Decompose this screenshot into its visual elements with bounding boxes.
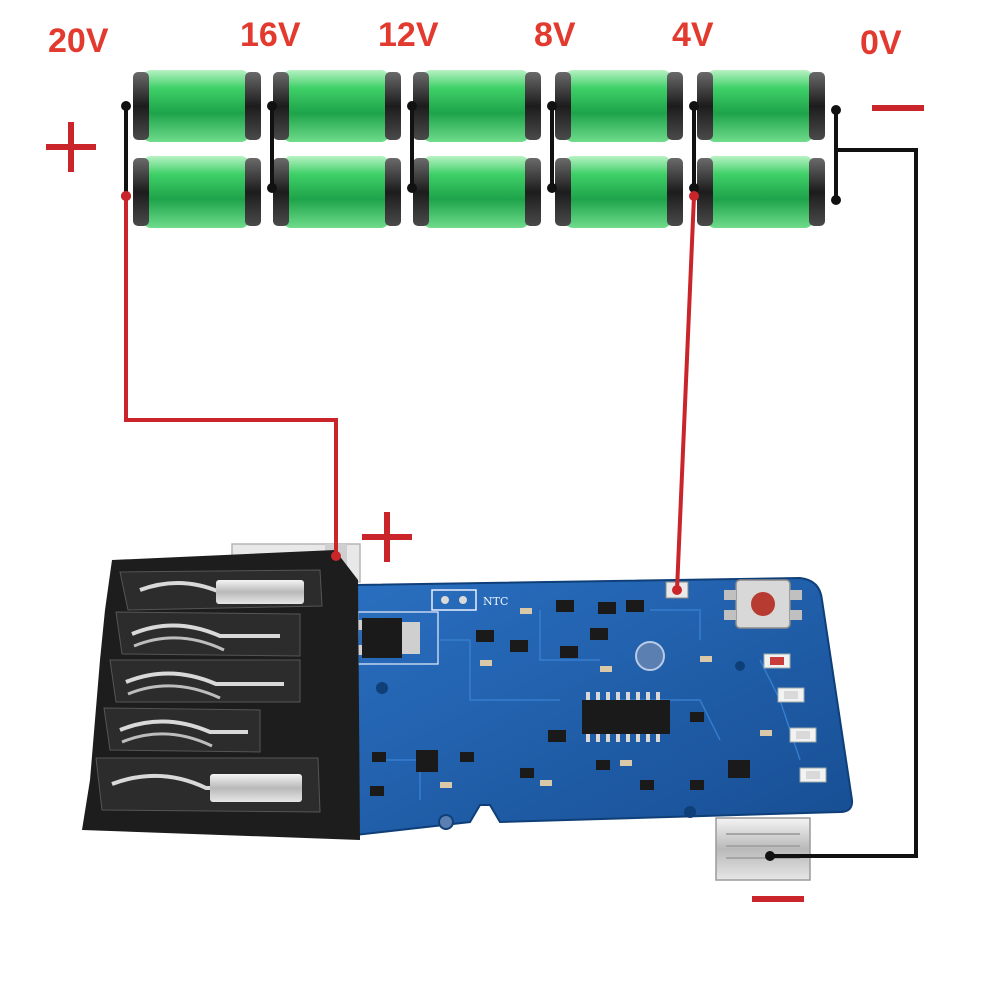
positive-tab-point bbox=[331, 551, 341, 561]
wire-positive bbox=[124, 196, 338, 556]
voltage-label-12v: 12V bbox=[378, 16, 439, 54]
smd-components bbox=[370, 600, 750, 796]
wire-negative bbox=[770, 148, 918, 858]
ntc-wire-bottom-point bbox=[672, 585, 682, 595]
negative-wire-point bbox=[765, 851, 775, 861]
ntc-pads bbox=[431, 589, 477, 611]
terminal-slot bbox=[103, 707, 261, 753]
battery-cell bbox=[413, 156, 541, 228]
minus-sign-pack bbox=[872, 105, 924, 111]
led-indicators bbox=[763, 653, 827, 783]
led bbox=[777, 687, 805, 703]
battery-cell bbox=[133, 70, 261, 142]
plus-sign-board bbox=[362, 512, 412, 562]
battery-cell bbox=[555, 70, 683, 142]
battery-cell bbox=[273, 156, 401, 228]
ntc-wire-top-point bbox=[689, 191, 699, 201]
battery-cell bbox=[697, 70, 825, 142]
battery-cell bbox=[413, 70, 541, 142]
minus-sign-board bbox=[752, 896, 804, 902]
battery-cell bbox=[697, 156, 825, 228]
voltage-label-8v: 8V bbox=[534, 16, 576, 54]
ntc-label: NTC bbox=[483, 595, 508, 608]
terminal-connector bbox=[82, 550, 360, 840]
pcb-board: NTC bbox=[342, 576, 854, 837]
terminal-slot bbox=[109, 659, 301, 703]
passive-components bbox=[440, 608, 772, 788]
terminal-slot bbox=[95, 757, 321, 813]
led bbox=[799, 767, 827, 783]
plus-sign-pack bbox=[46, 122, 96, 172]
mounting-hole bbox=[635, 641, 665, 671]
voltage-label-4v: 4V bbox=[672, 16, 714, 54]
cell-links bbox=[124, 106, 838, 200]
ic-chip bbox=[582, 692, 670, 742]
terminal-slot bbox=[115, 611, 301, 657]
battery-cell bbox=[133, 156, 261, 228]
wire-ntc-4v bbox=[675, 195, 696, 591]
voltage-label-16v: 16V bbox=[240, 16, 301, 54]
led bbox=[763, 653, 791, 669]
push-button bbox=[724, 579, 802, 629]
voltage-label-0v: 0V bbox=[860, 24, 902, 62]
negative-tab bbox=[715, 817, 811, 881]
positive-wire-point bbox=[121, 191, 131, 201]
battery-pack bbox=[133, 70, 825, 228]
voltage-label-20v: 20V bbox=[48, 22, 109, 60]
led bbox=[789, 727, 817, 743]
terminal-slot bbox=[119, 569, 323, 611]
battery-cell bbox=[273, 70, 401, 142]
battery-cell bbox=[555, 156, 683, 228]
